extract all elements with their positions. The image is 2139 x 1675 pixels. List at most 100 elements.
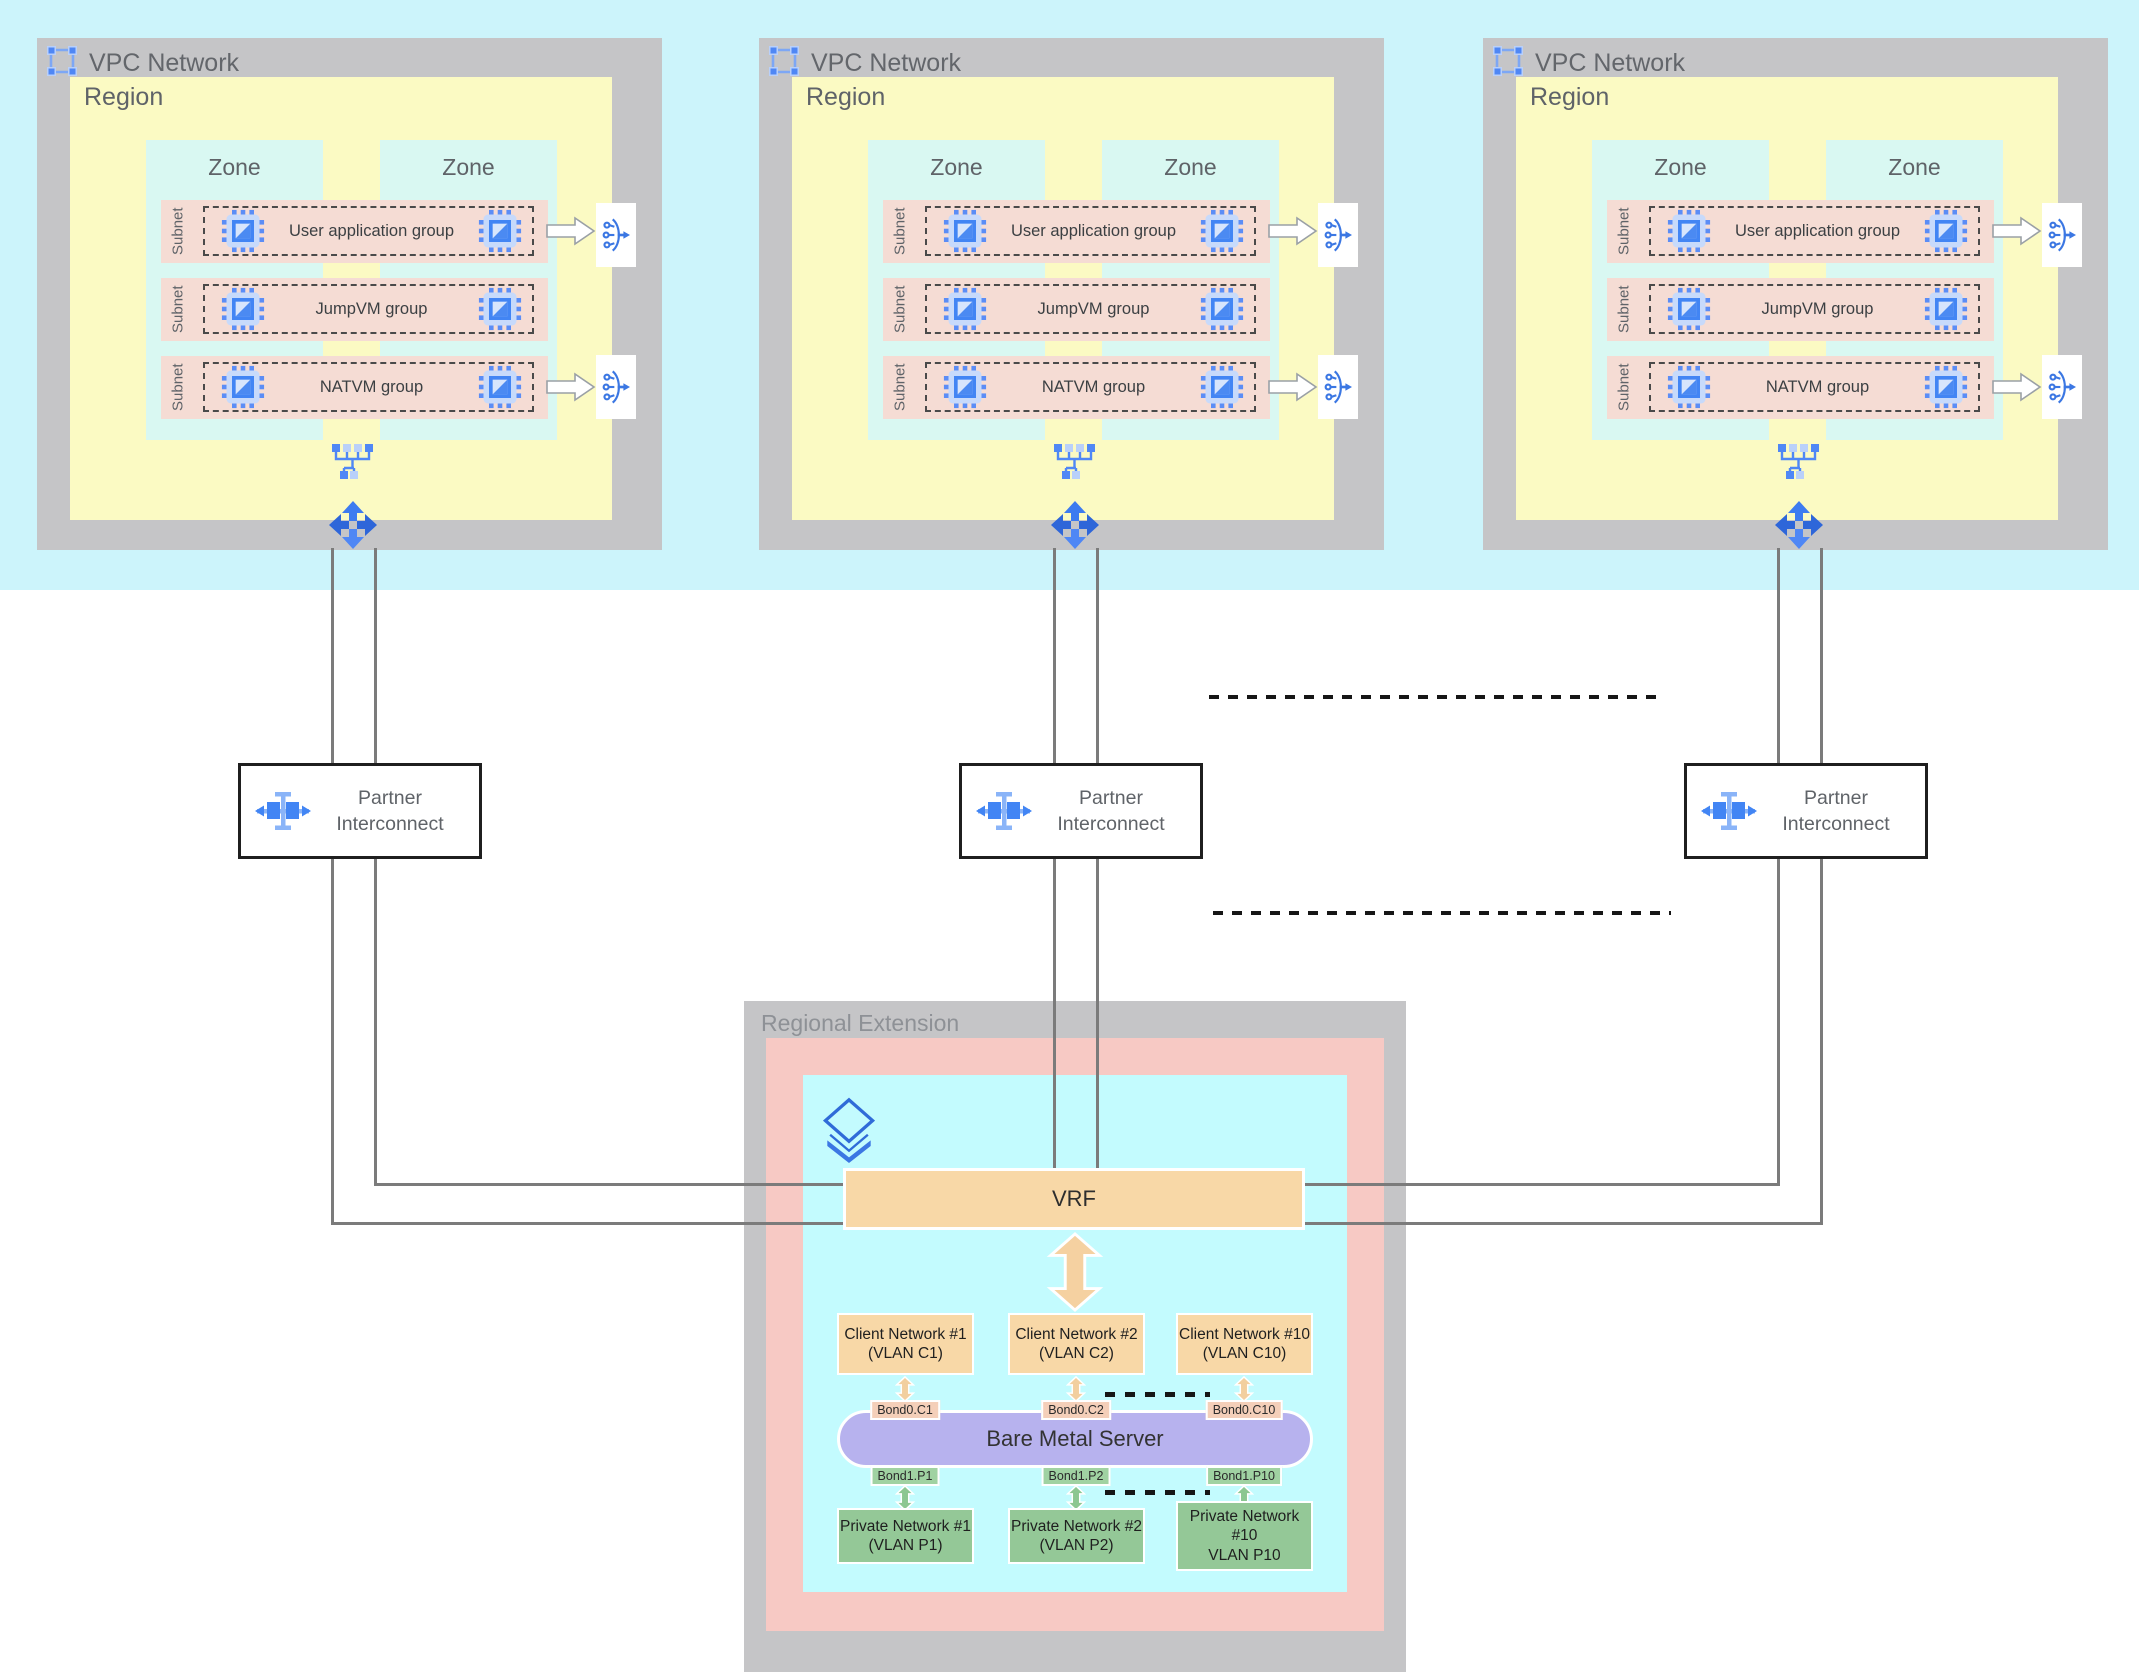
subnet-label: Subnet	[169, 207, 187, 256]
region-label: Region	[84, 83, 164, 111]
vpc-network-icon	[46, 45, 78, 77]
client-network-1-box: Client Network #1 (VLAN C1)	[837, 1313, 974, 1375]
group-label: JumpVM group	[1761, 299, 1874, 318]
group-label: User application group	[288, 221, 455, 240]
subnet-label: Subnet	[1615, 363, 1633, 412]
arrow-right-icon	[1992, 216, 2042, 246]
group-label: User application group	[1734, 221, 1901, 240]
subnet-label: Subnet	[1615, 207, 1633, 256]
vm-icon	[221, 287, 265, 331]
vm-icon	[478, 287, 522, 331]
vm-icon	[1924, 287, 1968, 331]
partner-interconnect-box-2: Partner Interconnect	[959, 763, 1203, 859]
bond-label: Bond1.P10	[1206, 1466, 1282, 1486]
zone-label: Zone	[208, 154, 261, 180]
bond-label: Bond1.P2	[1041, 1466, 1111, 1486]
vm-icon	[1667, 209, 1711, 253]
private-network-vlan: (VLAN P1)	[868, 1537, 943, 1554]
vm-icon	[1667, 365, 1711, 409]
partner-interconnect-label: Partner Interconnect	[1057, 786, 1165, 835]
bond-label: Bond1.P1	[870, 1466, 940, 1486]
double-arrow-icon	[1234, 1376, 1254, 1402]
zone-label: Zone	[930, 154, 983, 180]
subnet-label: Subnet	[891, 207, 909, 256]
subnet-row-natvm: Subnet NATVM group	[161, 356, 548, 419]
arrow-right-icon	[546, 372, 596, 402]
connector-line	[1777, 548, 1780, 1186]
connector-line	[331, 1222, 843, 1225]
subnet-row-natvm: Subnet NATVM group	[1607, 356, 1994, 419]
connector-line	[1305, 1222, 1823, 1225]
vm-icon	[1200, 365, 1244, 409]
subnet-label: Subnet	[169, 363, 187, 412]
connector-line	[374, 548, 377, 1186]
vm-icon	[221, 365, 265, 409]
vm-icon	[1924, 365, 1968, 409]
load-balancer-icon	[2048, 213, 2076, 257]
vpc-network-box-3: VPC Network Region Zone Zone Subnet User…	[1483, 38, 2108, 550]
connector-line	[331, 548, 334, 1225]
vm-icon	[943, 287, 987, 331]
client-network-name: Client Network #10	[1179, 1325, 1310, 1343]
vrf-label: VRF	[1052, 1186, 1096, 1211]
region-box: Region Zone Zone Subnet User application…	[792, 77, 1334, 520]
vm-icon	[1667, 287, 1711, 331]
zone-label: Zone	[1654, 154, 1707, 180]
vm-icon	[478, 209, 522, 253]
instance-group-user-app: User application group	[203, 206, 534, 256]
client-network-10-box: Client Network #10 (VLAN C10)	[1176, 1313, 1313, 1375]
partner-interconnect-box-1: Partner Interconnect	[238, 763, 482, 859]
vrf-box: VRF	[843, 1168, 1305, 1230]
private-network-name: Private Network #10	[1189, 1507, 1300, 1545]
subnet-label: Subnet	[891, 363, 909, 412]
partner-interconnect-icon	[976, 789, 1032, 833]
subnet-row-jumpvm: Subnet JumpVM group	[161, 278, 548, 341]
vpc-network-icon	[1492, 45, 1524, 77]
private-network-2-box: Private Network #2 (VLAN P2)	[1008, 1508, 1145, 1564]
load-balancer-icon	[602, 365, 630, 409]
bare-metal-server-label: Bare Metal Server	[986, 1426, 1164, 1451]
group-label: User application group	[1010, 221, 1177, 240]
subnet-row-user-app: Subnet User application group	[1607, 200, 1994, 263]
ellipsis-dashes	[1105, 1490, 1210, 1495]
network-icon	[331, 442, 373, 484]
vm-icon	[943, 365, 987, 409]
network-icon	[1777, 442, 1819, 484]
partner-interconnect-icon	[255, 789, 311, 833]
vm-icon	[1200, 287, 1244, 331]
subnet-label: Subnet	[1615, 285, 1633, 334]
subnet-row-jumpvm: Subnet JumpVM group	[1607, 278, 1994, 341]
arrow-right-icon	[546, 216, 596, 246]
subnet-row-jumpvm: Subnet JumpVM group	[883, 278, 1270, 341]
group-label: NATVM group	[319, 377, 424, 396]
instance-group-jumpvm: JumpVM group	[203, 284, 534, 334]
partner-interconnect-box-3: Partner Interconnect	[1684, 763, 1928, 859]
bond-label: Bond0.C2	[1041, 1400, 1111, 1420]
group-label: NATVM group	[1765, 377, 1870, 396]
double-arrow-icon	[895, 1376, 915, 1402]
private-network-name: Private Network #1	[840, 1517, 971, 1535]
vpc-network-box-2: VPC Network Region Zone Zone Subnet User…	[759, 38, 1384, 550]
ellipsis-dotted-line	[1213, 911, 1671, 915]
instance-group-jumpvm: JumpVM group	[1649, 284, 1980, 334]
vpc-network-title: VPC Network	[811, 49, 962, 77]
vrf-double-arrow-icon	[1045, 1232, 1105, 1312]
load-balancer-icon	[1324, 213, 1352, 257]
load-balancer-box	[1318, 355, 1358, 419]
instance-group-natvm: NATVM group	[203, 362, 534, 412]
private-network-name: Private Network #2	[1011, 1517, 1142, 1535]
vpc-network-title: VPC Network	[89, 49, 240, 77]
partner-interconnect-label: Partner Interconnect	[1782, 786, 1890, 835]
ellipsis-dotted-line	[1209, 695, 1665, 699]
vpc-network-icon	[768, 45, 800, 77]
routes-icon	[1049, 499, 1101, 551]
subnet-label: Subnet	[891, 285, 909, 334]
instance-group-natvm: NATVM group	[1649, 362, 1980, 412]
client-network-vlan: (VLAN C10)	[1202, 1345, 1287, 1362]
regional-extension-title: Regional Extension	[761, 1010, 960, 1036]
instance-group-natvm: NATVM group	[925, 362, 1256, 412]
arrow-right-icon	[1268, 216, 1318, 246]
vm-icon	[1200, 209, 1244, 253]
double-arrow-icon	[1066, 1376, 1086, 1402]
arrow-right-icon	[1268, 372, 1318, 402]
